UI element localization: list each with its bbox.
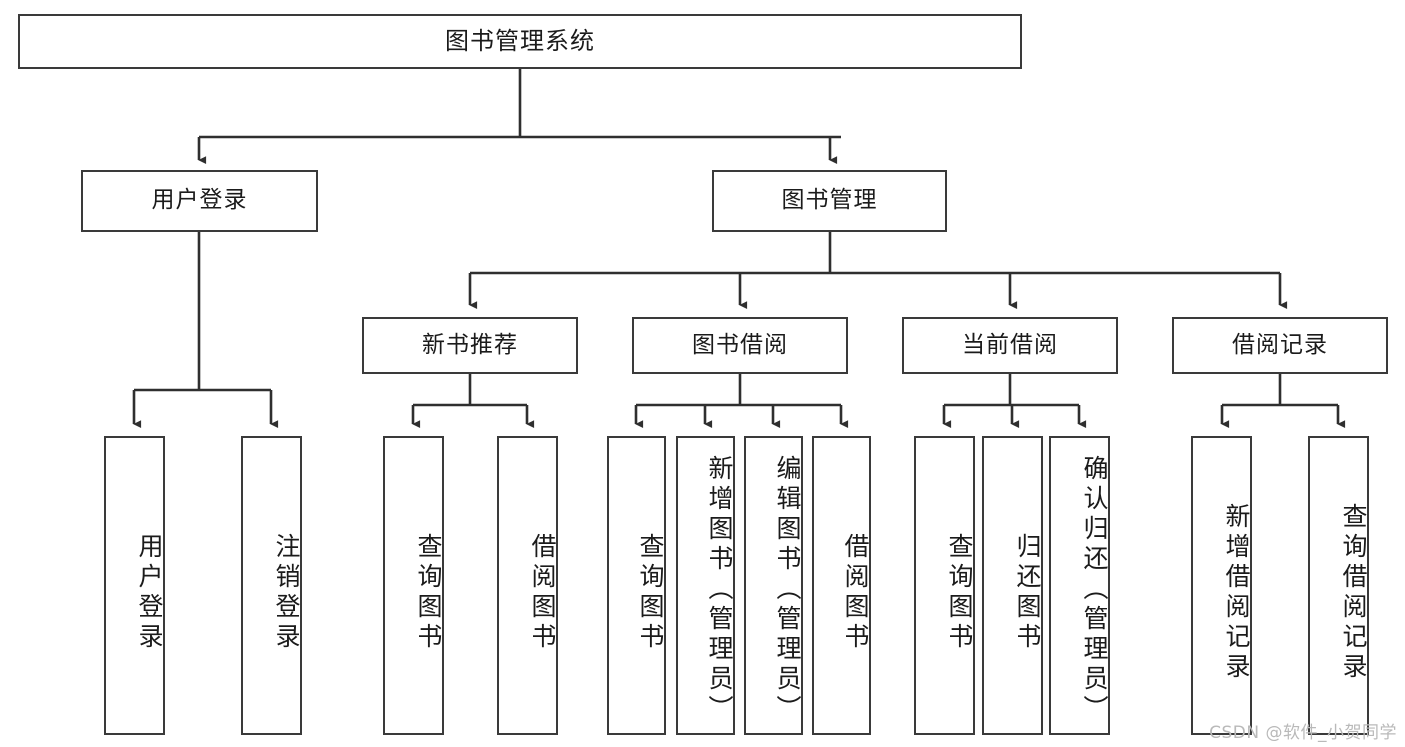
node-borrow-record[interactable]: 借阅记录	[1172, 317, 1388, 374]
leaf-borrow-book-borrow[interactable]: 借阅图书	[812, 436, 871, 735]
node-label: 用户登录	[151, 187, 248, 214]
edges-borrowrecord-to-leaves	[1220, 374, 1346, 429]
csdn-watermark: CSDN @软件_小贺同学	[1209, 723, 1397, 743]
leaf-logout-login[interactable]: 注销登录	[241, 436, 302, 735]
node-label: 图书管理系统	[445, 27, 595, 56]
node-book-borrow[interactable]: 图书借阅	[632, 317, 848, 374]
node-book-management[interactable]: 图书管理	[712, 170, 947, 232]
node-user-login[interactable]: 用户登录	[81, 170, 318, 232]
edges-currentborrow-to-leaves	[942, 374, 1087, 429]
node-label: 借阅图书	[528, 532, 557, 653]
leaf-user-login[interactable]: 用户登录	[104, 436, 165, 735]
node-label: 查询图书	[636, 532, 665, 653]
leaf-query-book-new-recommend[interactable]: 查询图书	[383, 436, 444, 735]
leaf-borrow-book-new-recommend[interactable]: 借阅图书	[497, 436, 558, 735]
node-label: 用户登录	[135, 532, 164, 653]
node-label: 图书管理	[781, 187, 878, 214]
node-label: 新增借阅记录	[1222, 502, 1251, 683]
leaf-query-book-current[interactable]: 查询图书	[914, 436, 975, 735]
node-label: 新书推荐	[422, 331, 518, 358]
node-label: 借阅图书	[841, 532, 870, 653]
edges-newbook-to-leaves	[411, 374, 535, 429]
node-label: 新增图书（管理员）	[705, 454, 734, 725]
leaf-add-borrow-record[interactable]: 新增借阅记录	[1191, 436, 1252, 735]
node-label: 确认归还（管理员）	[1080, 454, 1109, 725]
leaf-add-book-admin[interactable]: 新增图书（管理员）	[676, 436, 735, 735]
leaf-return-book[interactable]: 归还图书	[982, 436, 1043, 735]
leaf-query-book-borrow[interactable]: 查询图书	[607, 436, 666, 735]
node-label: 查询图书	[945, 532, 974, 653]
edges-bookmgmt-to-level3	[468, 232, 1288, 310]
node-label: 查询图书	[414, 532, 443, 653]
edges-root-to-level2	[197, 69, 841, 165]
node-label: 编辑图书（管理员）	[773, 454, 802, 725]
leaf-confirm-return-admin[interactable]: 确认归还（管理员）	[1049, 436, 1110, 735]
leaf-query-borrow-record[interactable]: 查询借阅记录	[1308, 436, 1369, 735]
node-label: 查询借阅记录	[1339, 502, 1368, 683]
edges-bookborrow-to-leaves	[634, 374, 849, 429]
edges-userlogin-to-leaves	[132, 232, 279, 429]
node-label: 借阅记录	[1232, 331, 1328, 358]
node-label: 当前借阅	[962, 331, 1058, 358]
leaf-edit-book-admin[interactable]: 编辑图书（管理员）	[744, 436, 803, 735]
node-label: 归还图书	[1013, 532, 1042, 653]
node-root-book-management-system[interactable]: 图书管理系统	[18, 14, 1022, 69]
node-new-book-recommend[interactable]: 新书推荐	[362, 317, 578, 374]
node-current-borrow[interactable]: 当前借阅	[902, 317, 1118, 374]
node-label: 注销登录	[272, 532, 301, 653]
node-label: 图书借阅	[692, 331, 788, 358]
